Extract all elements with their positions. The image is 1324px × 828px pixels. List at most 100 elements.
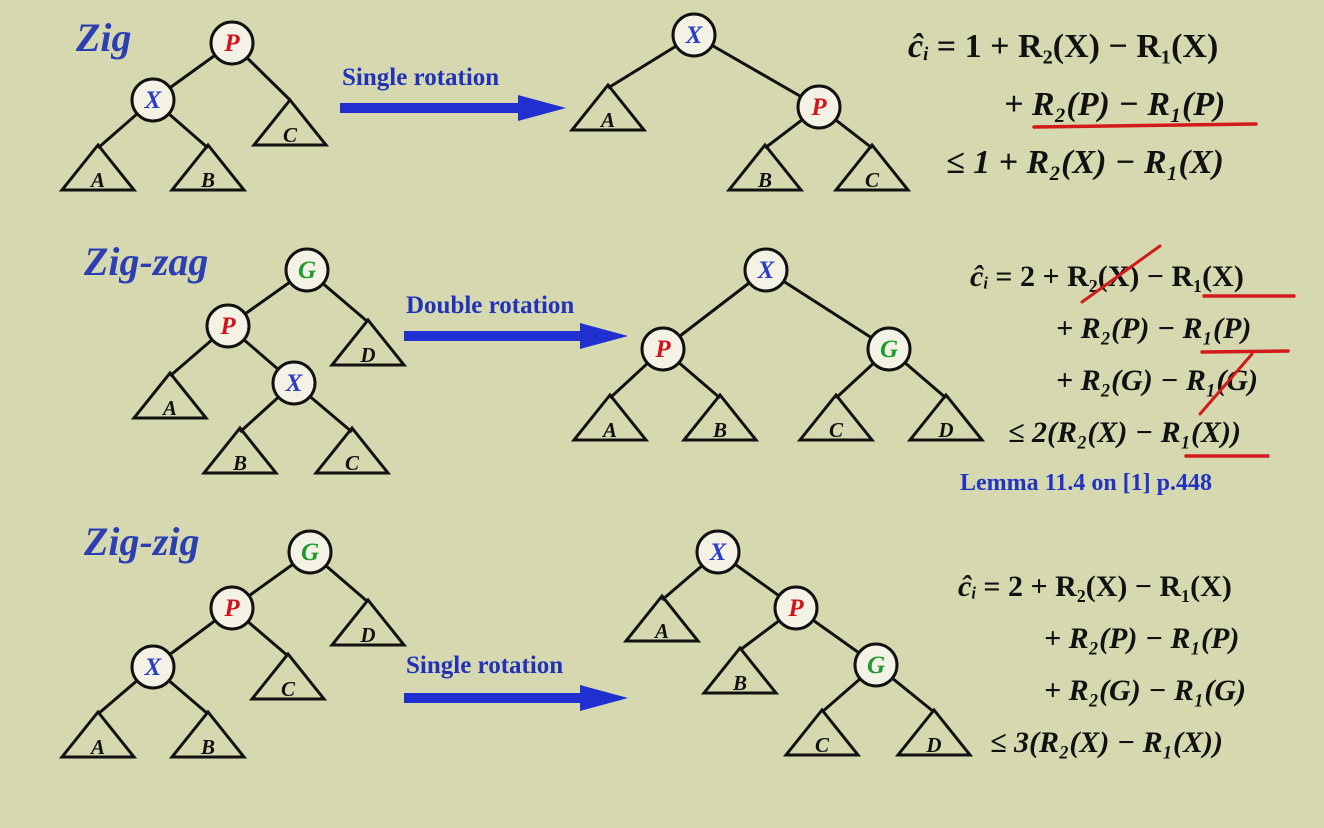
zigzag-after-sub-d-shape — [906, 392, 986, 442]
zigzig-before-node-p-label: P — [223, 595, 240, 622]
zigzag-before-node-g-circle — [284, 247, 330, 293]
zigzig-eq-line1: ĉi = 2 + R₂(X) − R₁(X) — [958, 572, 1232, 602]
zigzig-before-sub-c-shape — [248, 651, 328, 701]
zigzig-after-node-g-circle — [853, 642, 899, 688]
zig-after-sub-b-shape — [725, 142, 805, 192]
zigzig-before-node-g-circle — [287, 529, 333, 575]
zigzag-after-sub-c-shape — [796, 392, 876, 442]
zigzag-after-node-g-label: G — [880, 336, 898, 363]
zig-after-node-p-circle — [796, 84, 842, 130]
zigzig-before-sub-b-label: B — [200, 735, 215, 759]
zigzag-after-node-p-label: P — [654, 336, 671, 363]
zigzag-underline-r1p — [1200, 349, 1290, 354]
zig-after-node-x: X — [671, 12, 717, 58]
zigzag-arrow-head — [580, 323, 628, 349]
zigzig-after-sub-b: B — [700, 645, 780, 695]
zigzag-before-sub-c-label: C — [345, 451, 360, 475]
zigzig-after-node-g: G — [853, 642, 899, 688]
zig-after-sub-b-label: B — [757, 168, 772, 192]
zig-before-sub-b: B — [168, 142, 248, 192]
zigzag-arrow-shaft — [404, 331, 586, 341]
zigzig-after-sub-a-label: A — [653, 619, 669, 643]
zigzig-after-sub-a-shape — [622, 593, 702, 643]
zigzig-before-sub-b-shape — [168, 709, 248, 759]
zigzag-eq-line2: + R₂(P) − R₁(P) — [1056, 312, 1252, 345]
zigzig-after-sub-c: C — [782, 707, 862, 757]
zigzig-before-sub-a-label: A — [89, 735, 105, 759]
zigzag-before-node-p: P — [205, 303, 251, 349]
zigzig-before-sub-d: D — [328, 597, 408, 647]
zigzag-after-node-x-circle — [743, 247, 789, 293]
zigzag-before-sub-b-label: B — [232, 451, 247, 475]
zigzig-before-sub-d-label: D — [359, 623, 375, 647]
zigzag-eq-line4: ≤ 2(R₂(X) − R₁(X)) — [1008, 416, 1242, 449]
zigzag-before-node-x: X — [271, 360, 317, 406]
zigzig-eq-line4: ≤ 3(R₂(X) − R₁(X)) — [990, 726, 1224, 759]
zig-before-sub-c: C — [250, 97, 330, 147]
zigzag-before-sub-b: B — [200, 425, 280, 475]
zigzag-before-sub-d: D — [328, 317, 408, 367]
zigzig-after-node-g-label: G — [867, 652, 885, 679]
zigzig-before-node-p-circle — [209, 585, 255, 631]
zigzig-after-sub-d-shape — [894, 707, 974, 757]
zigzag-rotation-label: Double rotation — [406, 292, 575, 319]
zigzag-after-node-x-label: X — [757, 257, 776, 284]
zigzag-after-node-p-circle — [640, 326, 686, 372]
zigzig-arrow — [404, 685, 628, 711]
zigzig-eq-line1-rest: = 2 + R₂(X) − R₁(X) — [975, 570, 1232, 603]
zigzag-before-sub-a-shape — [130, 370, 210, 420]
zigzig-after-sub-b-shape — [700, 645, 780, 695]
zig-after-node-p-label: P — [810, 94, 827, 121]
zig-eq-line3: ≤ 1 + R₂(X) − R₁(X) — [946, 144, 1224, 181]
zig-before-node-p: P — [209, 20, 255, 66]
zigzag-before-sub-c-shape — [312, 425, 392, 475]
zig-after-node-x-circle — [671, 12, 717, 58]
zig-before-sub-a: A — [58, 142, 138, 192]
zigzig-rotation-label: Single rotation — [406, 652, 564, 679]
zig-arrow — [340, 95, 566, 121]
zigzag-before-sub-b-shape — [200, 425, 280, 475]
zigzag-after-sub-b-label: B — [712, 418, 727, 442]
zig-before-node-p-label: P — [223, 30, 240, 57]
zigzag-after-sub-c: C — [796, 392, 876, 442]
zig-before-sub-b-shape — [168, 142, 248, 192]
zig-eq-chat: ĉ — [908, 28, 924, 65]
zig-after-sub-c-label: C — [865, 168, 880, 192]
zigzag-after-sub-a-label: A — [601, 418, 617, 442]
zig-underline-p — [1032, 122, 1258, 129]
zigzig-eq-line3: + R₂(G) − R₁(G) — [1044, 674, 1247, 707]
zigzag-before-sub-a-label: A — [161, 396, 177, 420]
zigzig-before-sub-a: A — [58, 709, 138, 759]
zigzag-before-node-x-circle — [271, 360, 317, 406]
zig-before-node-x-circle — [130, 77, 176, 123]
zig-before-node-x: X — [130, 77, 176, 123]
zigzig-after-sub-d: D — [894, 707, 974, 757]
zig-title: Zig — [76, 15, 132, 60]
zig-before-node-p-circle — [209, 20, 255, 66]
zigzig-after-node-p-circle — [773, 585, 819, 631]
zigzag-eq-chat-sub: i — [983, 273, 988, 293]
zig-before-sub-a-shape — [58, 142, 138, 192]
zig-after-node-p: P — [796, 84, 842, 130]
zigzig-title: Zig-zig — [84, 519, 200, 564]
zigzig-before-sub-c: C — [248, 651, 328, 701]
zigzag-after-node-g: G — [866, 326, 912, 372]
tree-edge — [693, 33, 820, 109]
tree-edge — [765, 268, 890, 351]
zigzig-after-node-x-circle — [695, 529, 741, 575]
zigzag-strike-r1g — [1198, 352, 1254, 416]
zig-after-sub-a-label: A — [599, 108, 615, 132]
zigzag-after-node-x: X — [743, 247, 789, 293]
zigzig-eq-line2: + R₂(P) − R₁(P) — [1044, 622, 1240, 655]
zigzig-after-node-p: P — [773, 585, 819, 631]
zigzag-after-sub-b-shape — [680, 392, 760, 442]
zig-eq-chat-sub: i — [923, 43, 929, 65]
zig-after-sub-a-shape — [568, 82, 648, 132]
zigzig-before-node-x-label: X — [144, 654, 163, 681]
zigzig-before-node-x-circle — [130, 644, 176, 690]
zigzag-eq-chat: ĉ — [970, 260, 984, 293]
zigzig-after-sub-c-shape — [782, 707, 862, 757]
zig-eq-line1: ĉi = 1 + R₂(X) − R₁(X) — [908, 30, 1218, 65]
zig-arrow-head — [518, 95, 566, 121]
